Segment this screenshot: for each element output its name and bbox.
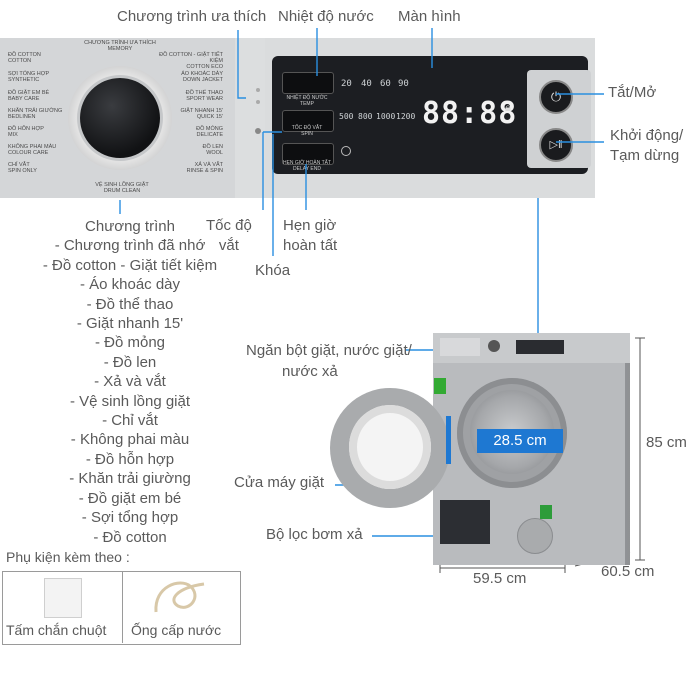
door-hinge (446, 416, 451, 464)
temperature-option: 20 (341, 79, 352, 89)
program-dial-knob[interactable] (80, 78, 160, 158)
program-list-item: - Đồ thể thao (86, 295, 174, 313)
drain-filter[interactable] (517, 518, 553, 554)
program-list-item: - Đồ len (103, 353, 157, 371)
program-list-title: Chương trình (85, 218, 175, 235)
door-glass (349, 405, 431, 489)
clock-icon (341, 146, 351, 156)
spin-option: 800 (358, 112, 373, 121)
indicator-dot (256, 88, 260, 92)
lock-indicator-icon (255, 128, 261, 134)
accessory-water-hose: Ống cấp nước (131, 622, 222, 638)
feature-sticker (440, 500, 490, 544)
delay-end-button[interactable] (282, 143, 334, 165)
accessories-title: Phụ kiện kèm theo : (6, 549, 130, 565)
water-hose-image (154, 581, 205, 613)
energy-label-icon (434, 378, 446, 394)
program-list-item: - Khăn trải giường (69, 470, 191, 488)
label-power: Tắt/Mở (608, 84, 657, 101)
mouse-guard-image (44, 578, 82, 618)
label-width: 59.5 cm (473, 570, 527, 587)
washer-dial (488, 340, 500, 352)
label-door: Cửa máy giặt (234, 474, 325, 491)
accessory-mouse-guard: Tấm chắn chuột (6, 622, 107, 638)
program-list: Chương trình - Chương trình đã nhớ - Đồ … (0, 217, 220, 547)
accessories-box (2, 571, 241, 645)
program-list-item: - Chương trình đã nhớ (54, 237, 206, 255)
label-favorite-program: Chương trình ưa thích (117, 8, 267, 25)
lock-icon: 🔒︎ (505, 102, 511, 114)
water-temperature-button[interactable] (282, 72, 334, 94)
temperature-option: 60 (380, 79, 391, 89)
program-list-item: - Sợi tổng hợp (81, 509, 179, 527)
label-drain-filter: Bộ lọc bơm xả (266, 526, 363, 543)
program-list-item: - Đồ giặt em bé (78, 489, 182, 507)
power-button[interactable]: ⏻ (539, 80, 573, 114)
label-detergent-drawer: Ngăn bột giặt, nước giặt/ nước xả (246, 342, 412, 380)
label-water-temperature: Nhiệt độ nước (278, 8, 374, 25)
program-list-item: - Giặt nhanh 15' (76, 315, 184, 333)
spin-option: 1000 (376, 112, 396, 121)
energy-sticker (540, 505, 552, 519)
control-panel-middle (235, 38, 265, 198)
program-list-item: - Không phai màu (70, 431, 190, 449)
label-lock: Khóa (255, 262, 291, 279)
spin-speed-button[interactable] (282, 110, 334, 132)
label-depth: 60.5 cm (601, 563, 655, 580)
dial-program-label: GIẶT NHANH 15'QUICK 15' (180, 108, 223, 120)
label-display: Màn hình (398, 8, 461, 25)
program-list-item: - Áo khoác dày (79, 276, 181, 294)
program-list-item: - Đồ cotton - Giặt tiết kiệm (42, 256, 218, 274)
program-list-item: - Xả và vắt (94, 373, 166, 391)
program-list-item: - Đồ mỏng (94, 334, 166, 352)
label-start-pause: Khởi động/Tạm dừng (610, 127, 684, 164)
drum-diameter-badge: 28.5 cm (477, 429, 563, 453)
detergent-drawer[interactable] (440, 338, 480, 356)
spin-option: 1200 (396, 112, 416, 121)
temperature-option: 90 (398, 79, 409, 89)
display-digits: 88:88 (422, 96, 518, 131)
program-list-item: - Vệ sinh lồng giặt (69, 392, 191, 410)
label-height: 85 cm (646, 434, 687, 451)
program-list-item: - Đồ hỗn hợp (85, 450, 175, 468)
program-list-item: - Chỉ vắt (102, 412, 158, 430)
temperature-option: 40 (361, 79, 372, 89)
power-icon: ⏻ (550, 89, 562, 104)
program-list-item: - Đồ cotton (93, 528, 167, 546)
spin-option: 500 (339, 112, 354, 121)
accessories-divider (122, 571, 123, 643)
indicator-dot (256, 100, 260, 104)
washer-display (516, 340, 564, 354)
